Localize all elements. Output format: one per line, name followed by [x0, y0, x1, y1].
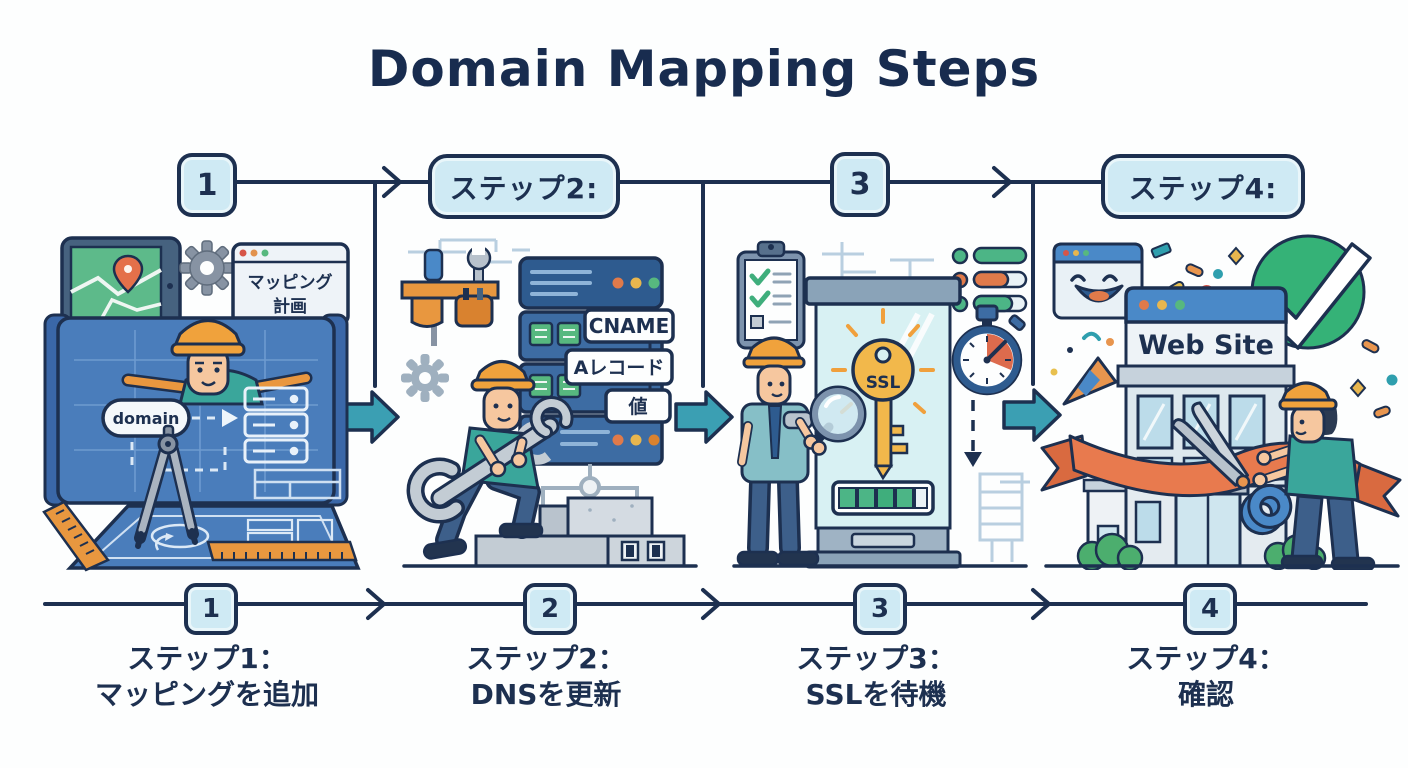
- page-title: Domain Mapping Steps: [367, 40, 1041, 98]
- plan-card-line2: 計画: [273, 296, 307, 317]
- panel-step2-illustration: CNAME Aレコード 値: [400, 238, 698, 568]
- gear-icon: [401, 354, 449, 402]
- panel-step1-illustration: マッピング 計画: [42, 236, 361, 572]
- party-popper-icon: [1050, 331, 1118, 406]
- concrete-blocks: [474, 496, 686, 568]
- scissors-icon: [1171, 401, 1293, 536]
- dns-record-labels: CNAME Aレコード 値: [564, 308, 675, 424]
- plan-browser-card: マッピング 計画: [231, 242, 350, 326]
- top-arrowhead-icon: [382, 166, 402, 198]
- step3-label: ステップ3： SSLを待機: [696, 641, 1056, 713]
- window-dot-icon: [261, 249, 269, 257]
- blueprint-diagram: domain: [101, 386, 342, 500]
- top-badge-step2: ステップ2:: [428, 154, 620, 219]
- timeline-arrowhead-icon: [1031, 588, 1051, 620]
- worker-celebrating: [1252, 381, 1376, 570]
- progress-bar: [831, 480, 935, 516]
- step2-label-line1: ステップ2：: [466, 642, 626, 675]
- step1-label: ステップ1： マッピングを追加: [27, 641, 387, 713]
- happy-browser-icon: [1052, 242, 1144, 320]
- top-arrowhead-icon: [992, 166, 1012, 198]
- timeline-badge-2: 2: [523, 583, 577, 635]
- stopwatch-icon: [951, 304, 1026, 396]
- panel-step4-illustration: Web Site: [1040, 234, 1402, 570]
- step4-label-line2: 確認: [1177, 677, 1234, 711]
- tool-belt-icon: [400, 244, 500, 346]
- record-label-cname: CNAME: [589, 314, 669, 338]
- worker-with-wrench: [406, 360, 574, 560]
- dashed-down-arrow-icon: [964, 400, 982, 467]
- ruler-icon: [42, 500, 110, 572]
- record-label-value: 値: [627, 396, 647, 418]
- step1-label-line1: ステップ1：: [127, 642, 287, 675]
- top-badge-step1: 1: [177, 153, 237, 217]
- top-badge-step4: ステップ4:: [1101, 154, 1305, 219]
- building-sketch: [978, 472, 1030, 562]
- node-dot-icon: [579, 476, 601, 498]
- ssl-key-icon: SSL: [851, 338, 915, 481]
- record-label-a: Aレコード: [574, 357, 665, 379]
- status-bars-icon: [951, 246, 1028, 313]
- table-sketch: [253, 468, 342, 500]
- compass-icon: [134, 424, 199, 549]
- step4-label: ステップ4： 確認: [1026, 641, 1386, 713]
- step4-label-line1: ステップ4：: [1126, 642, 1286, 675]
- next-step-arrow-icon: [674, 390, 734, 444]
- server-stack-icon: [243, 386, 309, 464]
- gear-icon: [179, 240, 235, 296]
- worker-with-hard-hat: [121, 319, 313, 406]
- timeline-badge-3: 3: [853, 583, 907, 635]
- timeline-badge-4: 4: [1183, 583, 1237, 635]
- step2-label: ステップ2： DNSを更新: [366, 641, 726, 713]
- plan-card-line1: マッピング: [248, 272, 333, 293]
- timeline-badge-1: 1: [184, 583, 238, 635]
- worker-with-magnifier: [736, 336, 867, 567]
- ssl-key-label: SSL: [866, 373, 901, 393]
- step3-label-line2: SSLを待機: [805, 677, 947, 711]
- tablet-map-icon: [60, 236, 182, 336]
- window-dot-icon: [250, 249, 258, 257]
- flow-arrowhead-icon: [222, 409, 238, 427]
- building-sign-label: Web Site: [1138, 330, 1274, 361]
- step1-label-line2: マッピングを追加: [94, 677, 319, 711]
- timeline-arrowhead-icon: [366, 588, 386, 620]
- ground-blueprint-sheet: [65, 504, 361, 570]
- step3-label-line1: ステップ3：: [796, 642, 956, 675]
- panel-step3-illustration: SSL: [732, 240, 1030, 569]
- next-step-arrow-icon: [1002, 388, 1062, 442]
- step2-label-line2: DNSを更新: [470, 677, 622, 711]
- clipboard-checklist-icon: [736, 240, 806, 350]
- timeline-arrowhead-icon: [701, 588, 721, 620]
- domain-pill-label: domain: [113, 409, 180, 428]
- top-badge-step3: 3: [830, 152, 890, 217]
- window-dot-icon: [239, 249, 247, 257]
